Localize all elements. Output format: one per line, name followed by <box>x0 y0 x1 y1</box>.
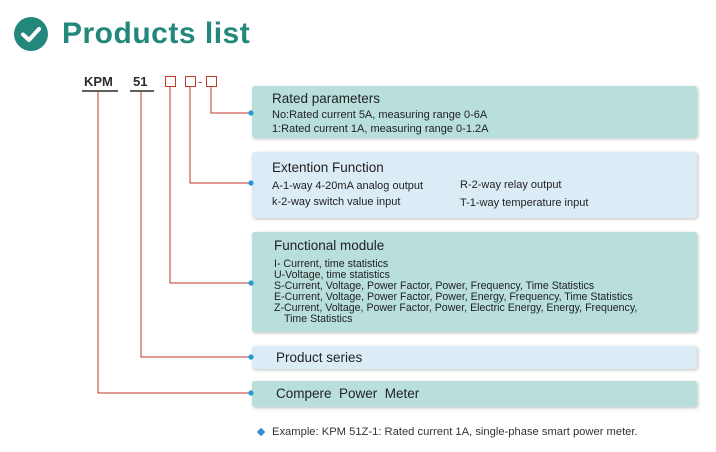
functional-line: U-Voltage, time statistics <box>274 268 390 281</box>
model-series: 51 <box>133 74 148 89</box>
connector-dot <box>248 354 254 360</box>
extension-function-panel: Extention Function A-1-way 4-20mA analog… <box>252 152 697 218</box>
page-title: Products list <box>62 17 251 50</box>
functional-line: S-Current, Voltage, Power Factor, Power,… <box>274 279 595 292</box>
power-meter-panel: Compere Power Meter <box>252 381 697 407</box>
functional-heading: Functional module <box>274 238 385 253</box>
rated-line: No:Rated current 5A, measuring range 0-6… <box>272 109 488 121</box>
connector-dot <box>248 110 254 116</box>
connector-extension <box>189 87 251 184</box>
code-box-rated <box>206 76 217 87</box>
connector-rated <box>210 87 251 114</box>
diamond-bullet-icon <box>256 427 266 437</box>
functional-module-panel: Functional module I- Current, time stati… <box>252 232 697 332</box>
example-text: Example: KPM 51Z-1: Rated current 1A, si… <box>272 426 638 438</box>
code-box-function <box>165 76 176 87</box>
code-box-extension <box>185 76 196 87</box>
extension-item: R-2-way relay output <box>460 179 562 191</box>
connector-dot <box>248 180 254 186</box>
connector-series <box>140 91 251 358</box>
product-series-panel: Product series <box>252 346 697 369</box>
functional-line: I- Current, time statistics <box>274 258 389 270</box>
connector-dot <box>248 280 254 286</box>
functional-line: E-Current, Voltage, Power Factor, Power,… <box>274 290 633 303</box>
functional-list: I- Current, time statistics U-Voltage, t… <box>274 259 637 324</box>
functional-line: Time Statistics <box>284 312 353 325</box>
title-row: Products list <box>14 14 250 54</box>
series-heading: Product series <box>276 350 363 365</box>
functional-line: Z-Current, Voltage, Power Factor, Power,… <box>274 301 638 314</box>
code-separator: - <box>198 74 203 89</box>
extension-item: A-1-way 4-20mA analog output <box>272 180 424 192</box>
check-circle-icon <box>14 17 48 51</box>
rated-line: 1:Rated current 1A, measuring range 0-1.… <box>272 123 489 135</box>
extension-item: T-1-way temperature input <box>460 197 589 209</box>
example-note: Example: KPM 51Z-1: Rated current 1A, si… <box>256 426 638 438</box>
model-prefix: KPM <box>84 74 113 89</box>
extension-heading: Extention Function <box>272 160 384 175</box>
meter-heading: Compere Power Meter <box>276 386 420 401</box>
extension-item: k-2-way switch value input <box>272 196 401 208</box>
rated-parameters-panel: Rated parameters No:Rated current 5A, me… <box>252 86 697 138</box>
connector-functional <box>169 87 251 284</box>
rated-heading: Rated parameters <box>272 91 381 106</box>
connector-meter <box>97 91 251 394</box>
connector-dot <box>248 390 254 396</box>
